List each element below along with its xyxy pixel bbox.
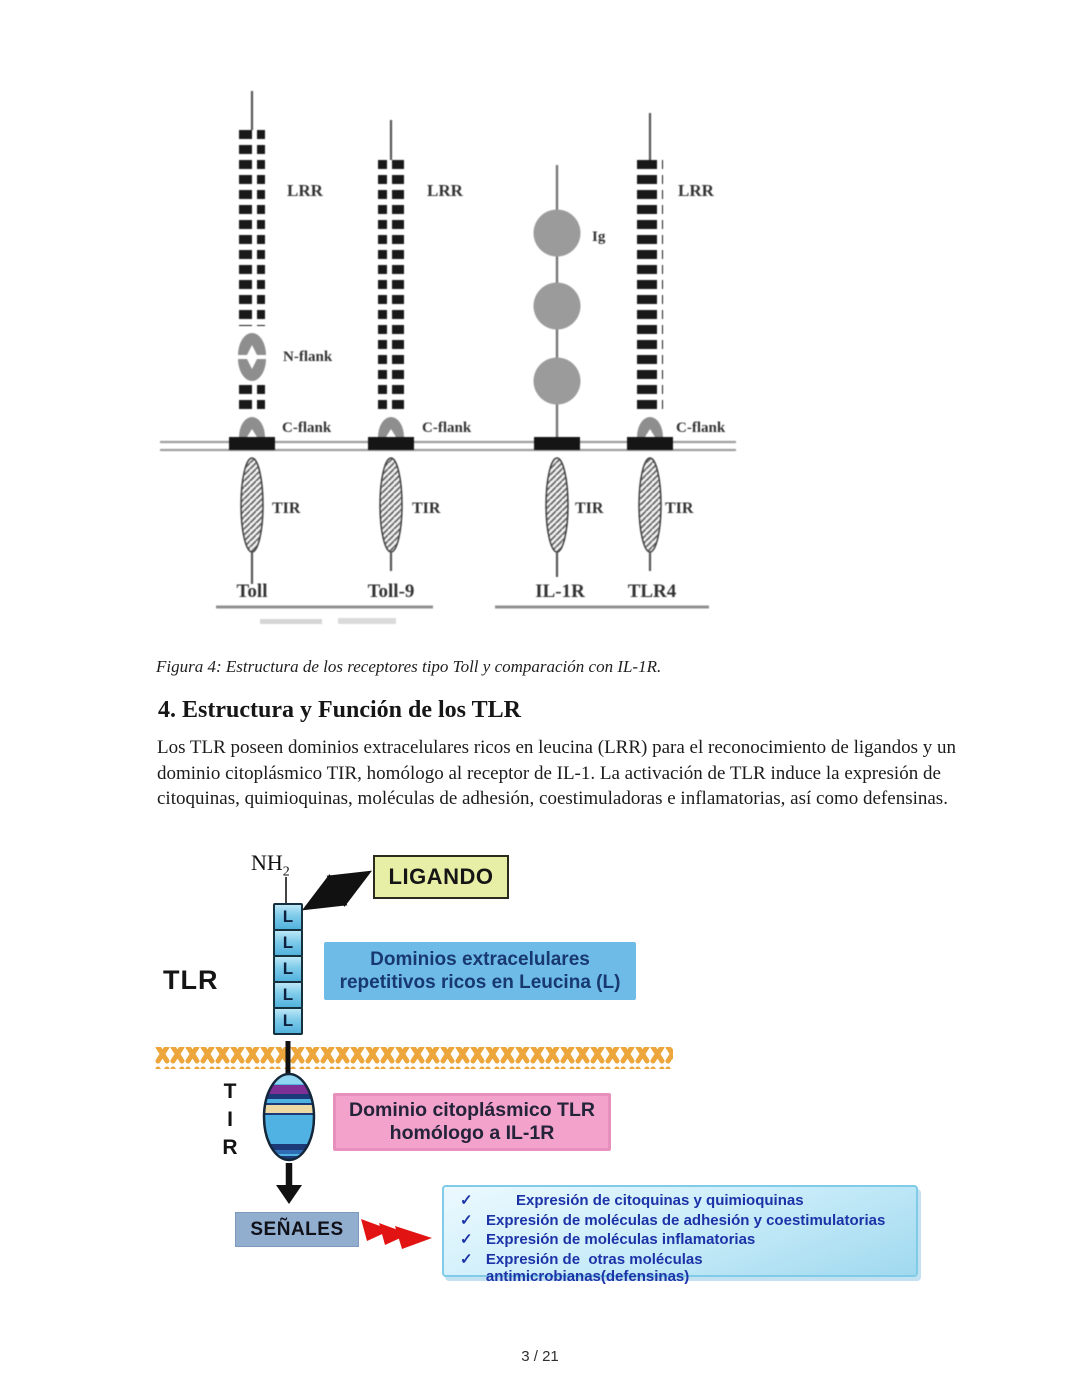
- tir-domain: [240, 457, 264, 553]
- cytoplasmic-line2: homólogo a IL-1R: [389, 1122, 555, 1144]
- ligando-box: LIGANDO: [373, 855, 509, 899]
- signal-down-arrow: [276, 1163, 302, 1204]
- leucine-unit: L: [273, 903, 303, 931]
- cell-membrane: [160, 437, 736, 452]
- leucine-unit: L: [273, 929, 303, 957]
- senales-box: SEÑALES: [235, 1212, 359, 1247]
- figure-caption: Figura 4: Estructura de los receptores t…: [156, 657, 662, 676]
- extracellular-line2: repetitivos ricos en Leucina (L): [339, 972, 621, 993]
- figure-tlr-shapes: [155, 870, 673, 1249]
- ligand-interaction-arrow: [301, 870, 373, 911]
- receptor-toll: [238, 91, 266, 584]
- lrr-label: LRR: [287, 181, 324, 200]
- c-flank-label: C-flank: [422, 420, 472, 436]
- cytoplasmic-domain-box: Dominio citoplásmico TLR homólogo a IL-1…: [333, 1093, 611, 1151]
- tir-letter: I: [227, 1108, 233, 1131]
- checklist-text: Expresión de citoquinas y quimioquinas: [516, 1192, 804, 1209]
- body-paragraph: Los TLR poseen dominios extracelulares r…: [157, 737, 956, 809]
- scan-artifact: [338, 618, 396, 624]
- lrr-label: LRR: [678, 181, 715, 200]
- receptor-tlr4: [637, 113, 663, 571]
- figure-toll-receptors: LRR LRR LRR Ig N-flank C-flank C-flank C…: [160, 91, 736, 624]
- c-flank-shape: [239, 417, 265, 437]
- tir-letter: R: [222, 1136, 238, 1159]
- checklist-item: ✓ Expresión de moléculas de adhesión y c…: [452, 1211, 908, 1231]
- n-flank-shape-bottom: [238, 359, 266, 381]
- receptor-name-tlr4: TLR4: [628, 581, 677, 602]
- leucine-unit: L: [273, 955, 303, 983]
- scan-artifact: [260, 619, 322, 624]
- ig-domain: [533, 357, 581, 405]
- checklist-item: ✓ Expresión de citoquinas y quimioquinas: [452, 1191, 908, 1211]
- nh2-subscript: 2: [282, 864, 290, 880]
- c-flank-label: C-flank: [676, 420, 726, 436]
- lrr-stack: [378, 160, 404, 415]
- receptor-name-toll9: Toll-9: [368, 581, 415, 602]
- ig-domain: [533, 209, 581, 257]
- leucine-repeat-column: L L L L L: [273, 903, 303, 1035]
- figure-tlr-signaling: NH2 L L L L L LIGANDO TLR Dominios extra…: [155, 845, 945, 1300]
- tir-letter: T: [223, 1080, 237, 1103]
- checklist-text: Expresión de moléculas de adhesión y coe…: [486, 1211, 886, 1229]
- expression-checklist: ✓ Expresión de citoquinas y quimioquinas…: [442, 1185, 918, 1285]
- tir-domain: [379, 457, 403, 553]
- lightning-flash-icon: [361, 1219, 432, 1249]
- c-flank-label: C-flank: [282, 420, 332, 436]
- tir-label: TIR: [575, 500, 604, 517]
- tir-domain: [545, 457, 569, 553]
- page-number: 3 / 21: [521, 1348, 559, 1365]
- receptor-name-toll: Toll: [237, 581, 268, 602]
- ig-domain: [533, 282, 581, 330]
- check-icon: ✓: [460, 1192, 473, 1209]
- tir-domain: [638, 457, 662, 553]
- leucine-unit: L: [273, 1007, 303, 1035]
- c-flank-shape: [637, 417, 663, 437]
- tir-label: TIR: [665, 500, 694, 517]
- cytoplasmic-line1: Dominio citoplásmico TLR: [349, 1099, 595, 1121]
- checklist-item: ✓ Expresión de moléculas inflamatorias: [452, 1230, 908, 1250]
- receptor-il1r: [533, 165, 581, 577]
- tir-label: TIR: [412, 500, 441, 517]
- lrr-label: LRR: [427, 181, 464, 200]
- receptor-toll9: [378, 120, 404, 571]
- check-icon: ✓: [460, 1251, 473, 1269]
- lrr-stack: [637, 160, 663, 415]
- checklist-text: Expresión de otras moléculas antimicrobi…: [485, 1251, 707, 1286]
- check-icon: ✓: [460, 1231, 473, 1249]
- extracellular-domain-box: Dominios extracelulares repetitivos rico…: [324, 942, 636, 1000]
- checklist-item: ✓ Expresión de otras moléculas antimicro…: [452, 1250, 908, 1285]
- ig-label: Ig: [592, 229, 606, 245]
- tir-label: TIR: [272, 500, 301, 517]
- n-flank-shape-top: [238, 333, 266, 355]
- tlr-label: TLR: [163, 965, 219, 995]
- receptor-name-il1r: IL-1R: [535, 581, 585, 602]
- nh2-text: NH: [251, 850, 283, 875]
- c-flank-shape: [378, 417, 404, 437]
- tir-vertical-label: T I R: [215, 1078, 245, 1162]
- check-icon: ✓: [460, 1211, 473, 1229]
- plasma-membrane: [155, 1047, 673, 1069]
- lrr-stack: [239, 130, 265, 326]
- n-flank-label: N-flank: [283, 349, 333, 365]
- nh2-label: NH2: [251, 850, 290, 880]
- tir-domain-oval: [262, 1072, 316, 1162]
- leucine-unit: L: [273, 981, 303, 1009]
- extracellular-line1: Dominios extracelulares: [370, 949, 590, 970]
- checklist-text: Expresión de moléculas inflamatorias: [486, 1231, 756, 1249]
- section-heading: 4. Estructura y Función de los TLR: [158, 697, 521, 723]
